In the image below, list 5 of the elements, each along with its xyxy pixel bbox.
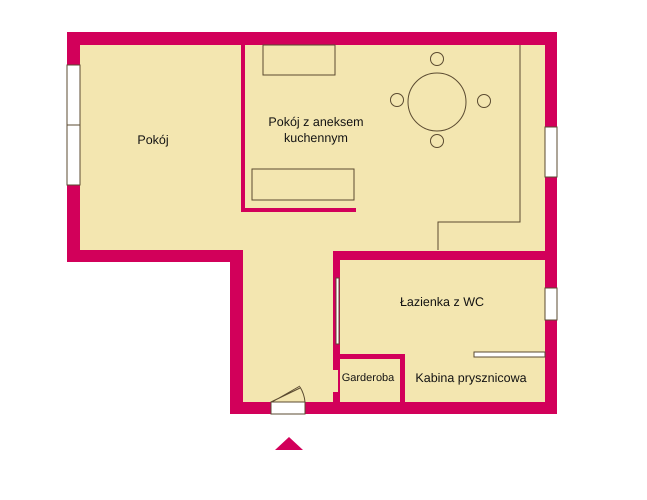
room-label: Kabina prysznicowa: [414, 370, 528, 386]
room-label: Pokój z aneksem kuchennym: [267, 114, 365, 146]
room-label: Garderoba: [340, 370, 396, 386]
room-label: Łazienka z WC: [398, 294, 486, 310]
room-label: Pokój: [136, 132, 170, 148]
